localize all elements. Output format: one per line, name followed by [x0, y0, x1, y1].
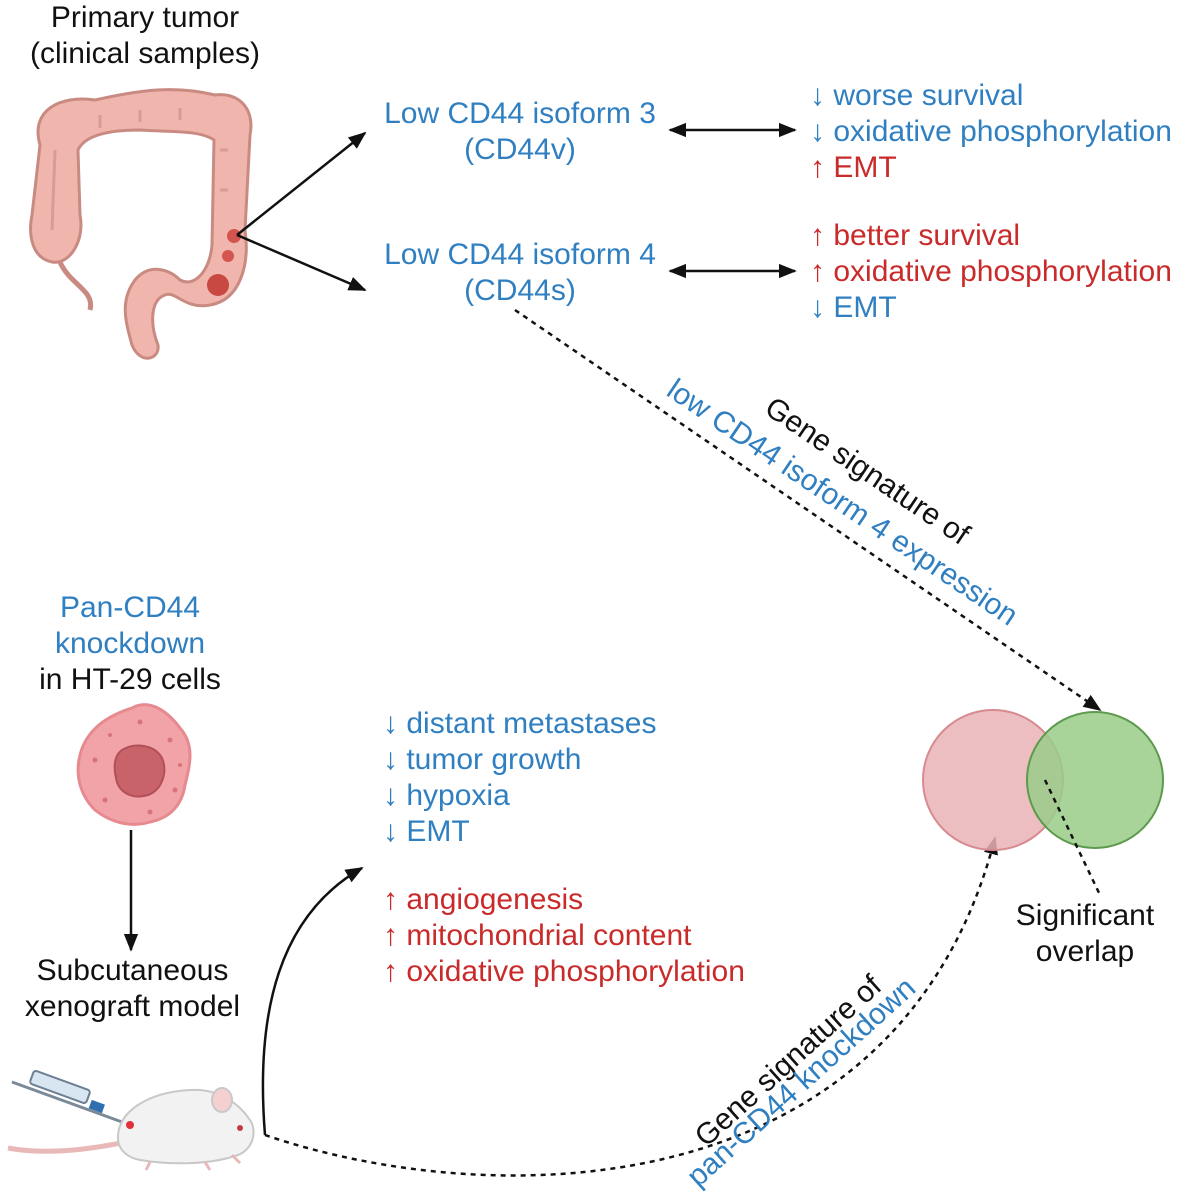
- knockdown-up-effects: ↑ angiogenesis ↑ mitochondrial content ↑…: [383, 882, 745, 990]
- overlap-line1: Significant: [1015, 899, 1155, 932]
- arrow-to-isoform3: [236, 131, 367, 236]
- isoform3-line2: (CD44v): [464, 133, 576, 166]
- knockdown-down-effects: ↓ distant metastases ↓ tumor growth ↓ hy…: [383, 706, 656, 850]
- arrow-to-isoform4: [236, 233, 367, 292]
- xenograft-line2: xenograft model: [24, 990, 241, 1023]
- tumor-spot-3: [207, 274, 229, 296]
- colon-illustration: [29, 88, 253, 360]
- mouse-tail: [7, 1137, 136, 1154]
- dotted-arrow-isoform4-signature: [514, 308, 1102, 712]
- isoform3-effects: ↓ worse survival ↓ oxidative phosphoryla…: [810, 78, 1172, 186]
- injection-site: [126, 1121, 134, 1129]
- primary-line2: (clinical samples): [29, 37, 261, 70]
- mouse-feet: [144, 1153, 242, 1171]
- ht29-cell-illustration: [76, 703, 192, 826]
- isoform3-label: Low CD44 isoform 3 (CD44v): [370, 96, 670, 168]
- dotted-curve-pan-signature: [264, 836, 998, 1177]
- kd-up-2: ↑ mitochondrial content: [383, 919, 692, 952]
- overlap-line2: overlap: [1035, 935, 1135, 968]
- kd-down-4: ↓ EMT: [383, 815, 470, 848]
- curved-arrow-to-effects: [261, 866, 364, 1136]
- tumor-spot-1: [227, 229, 241, 243]
- iso3-effect-3: ↑ EMT: [810, 151, 897, 184]
- syringe-icon: [11, 1080, 123, 1124]
- venn-diagram: [922, 709, 1164, 851]
- syringe-needle-hub: [88, 1099, 105, 1114]
- significant-overlap-label: Significant overlap: [1000, 898, 1170, 970]
- pan-line2: knockdown: [54, 627, 206, 660]
- colon-haustra: [50, 108, 228, 231]
- isoform4-line2: (CD44s): [464, 274, 576, 307]
- colon-appendix: [57, 260, 94, 311]
- mouse-body: [116, 1088, 255, 1165]
- mouse-eye-icon: [237, 1125, 243, 1131]
- kd-down-1: ↓ distant metastases: [383, 707, 657, 740]
- pan-cd44-label: Pan-CD44 knockdown in HT-29 cells: [20, 590, 240, 698]
- isoform4-label: Low CD44 isoform 4 (CD44s): [370, 237, 670, 309]
- dotted-pointer-overlap: [1043, 779, 1102, 896]
- mouse-injection-illustration: [7, 1070, 255, 1171]
- tumor-spot-2: [222, 250, 234, 262]
- iso3-effect-2: ↓ oxidative phosphorylation: [810, 115, 1172, 148]
- kd-up-1: ↑ angiogenesis: [383, 883, 584, 916]
- colon-body: [29, 88, 253, 360]
- xenograft-label: Subcutaneous xenograft model: [10, 953, 255, 1025]
- isoform4-line1: Low CD44 isoform 4: [384, 238, 656, 271]
- kd-up-3: ↑ oxidative phosphorylation: [383, 955, 745, 988]
- isoform3-line1: Low CD44 isoform 3: [384, 97, 656, 130]
- isoform4-effects: ↑ better survival ↑ oxidative phosphoryl…: [810, 218, 1172, 326]
- pan-line3: in HT-29 cells: [39, 663, 221, 696]
- pan-line1: Pan-CD44: [59, 591, 201, 624]
- iso4-effect-1: ↑ better survival: [810, 219, 1021, 252]
- cell-nucleus: [113, 744, 166, 798]
- iso3-effect-1: ↓ worse survival: [810, 79, 1024, 112]
- venn-circle-green: [1026, 711, 1164, 849]
- kd-down-2: ↓ tumor growth: [383, 743, 582, 776]
- primary-line1: Primary tumor: [50, 1, 240, 34]
- iso4-effect-3: ↓ EMT: [810, 291, 897, 324]
- syringe-barrel: [29, 1070, 91, 1104]
- primary-tumor-label: Primary tumor (clinical samples): [20, 0, 270, 72]
- iso4-effect-2: ↑ oxidative phosphorylation: [810, 255, 1172, 288]
- kd-down-3: ↓ hypoxia: [383, 779, 510, 812]
- mouse-ear: [211, 1087, 233, 1113]
- xenograft-line1: Subcutaneous: [36, 954, 229, 987]
